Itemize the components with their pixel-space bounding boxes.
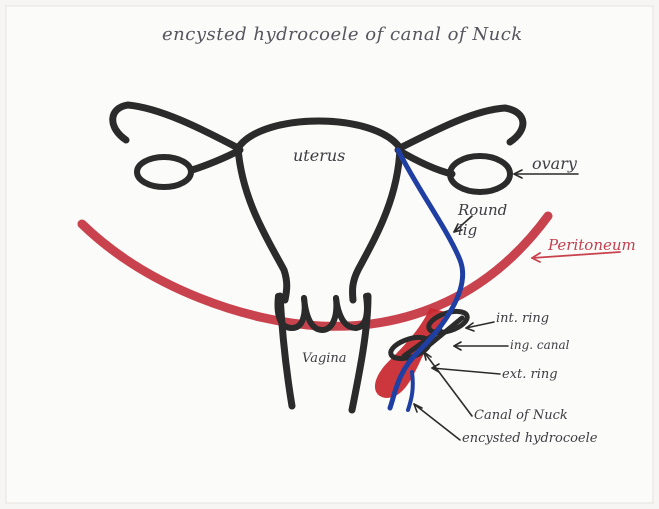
- diagram-title: encysted hydrocoele of canal of Nuck: [162, 26, 523, 44]
- round-ligament-label-line2: lig: [458, 223, 477, 238]
- vagina-label: Vagina: [302, 352, 347, 365]
- encysted-hydrocele-label: encysted hydrocoele: [462, 432, 597, 445]
- canal-of-nuck-label: Canal of Nuck: [474, 409, 568, 422]
- external-ring-label: ext. ring: [502, 368, 558, 381]
- paper-sheet: [6, 6, 653, 503]
- ovary-label: ovary: [532, 156, 577, 172]
- peritoneum-label: Peritoneum: [548, 238, 636, 253]
- internal-ring-label: int. ring: [496, 312, 549, 325]
- uterus-label: uterus: [293, 148, 345, 164]
- inguinal-canal-label: ing. canal: [510, 339, 569, 351]
- round-ligament-label-line1: Round: [458, 203, 507, 218]
